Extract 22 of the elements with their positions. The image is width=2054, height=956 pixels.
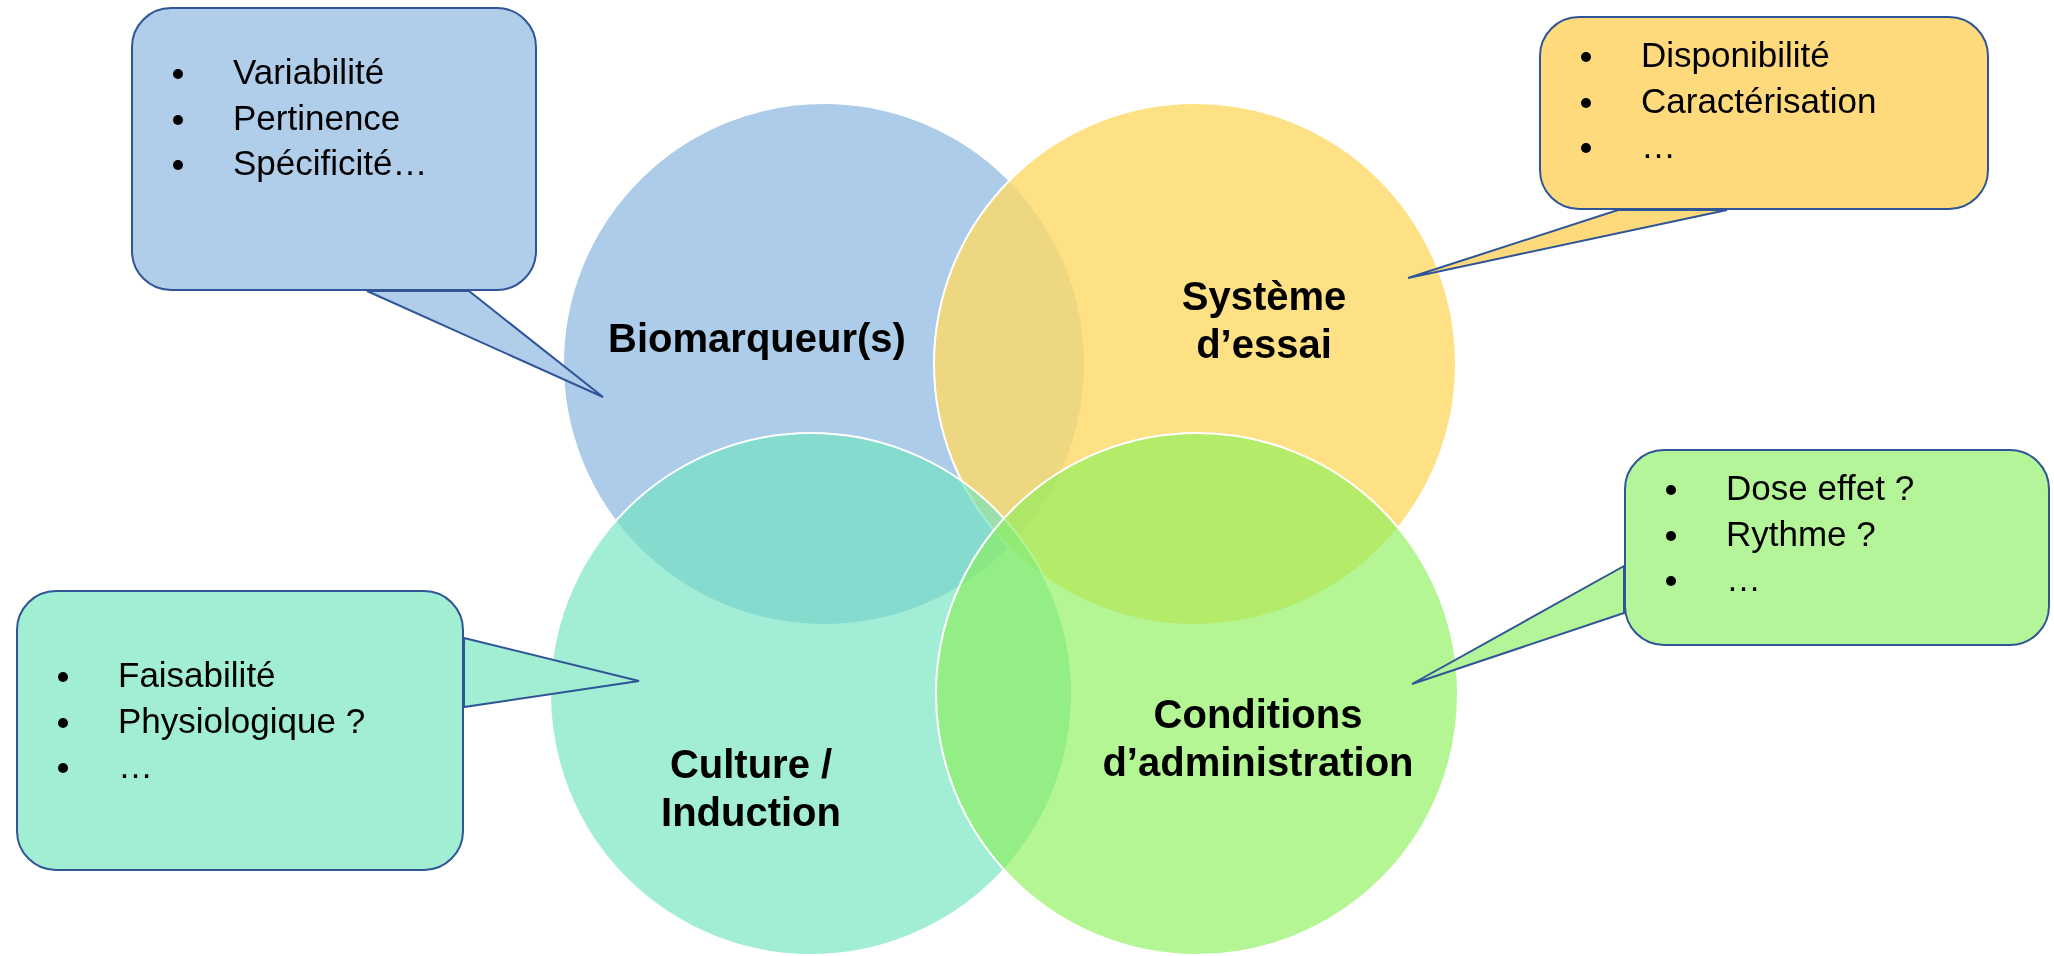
- callout-box: [1624, 449, 2050, 646]
- bullet-item: Dose effet ?: [1626, 465, 2048, 511]
- bullet-item: …: [18, 743, 462, 789]
- circle-label: Biomarqueur(s): [607, 315, 907, 362]
- bullet-item: Rythme ?: [1626, 510, 2048, 556]
- bullet-item: Spécificité…: [133, 140, 535, 186]
- callout-pointer: [366, 290, 604, 398]
- bullet-item: …: [1626, 556, 2048, 602]
- bullet-item: Pertinence: [133, 94, 535, 140]
- callout-box: [16, 590, 464, 871]
- callout-pointer: [463, 636, 640, 709]
- callout-pointer: [1407, 209, 1728, 279]
- bullet-item: Disponibilité: [1541, 32, 1987, 78]
- bullet-item: …: [1541, 123, 1987, 169]
- circle-label: Culture / Induction: [660, 741, 842, 836]
- circle-label: Conditions d’administration: [1101, 691, 1415, 786]
- callout-pointer: [1411, 564, 1625, 685]
- circle-label: Système d’essai: [1180, 273, 1348, 368]
- bullet-item: Faisabilité: [18, 652, 462, 698]
- bullet-item: Variabilité: [133, 49, 535, 95]
- bullet-item: Caractérisation: [1541, 77, 1987, 123]
- bullet-item: Physiologique ?: [18, 697, 462, 743]
